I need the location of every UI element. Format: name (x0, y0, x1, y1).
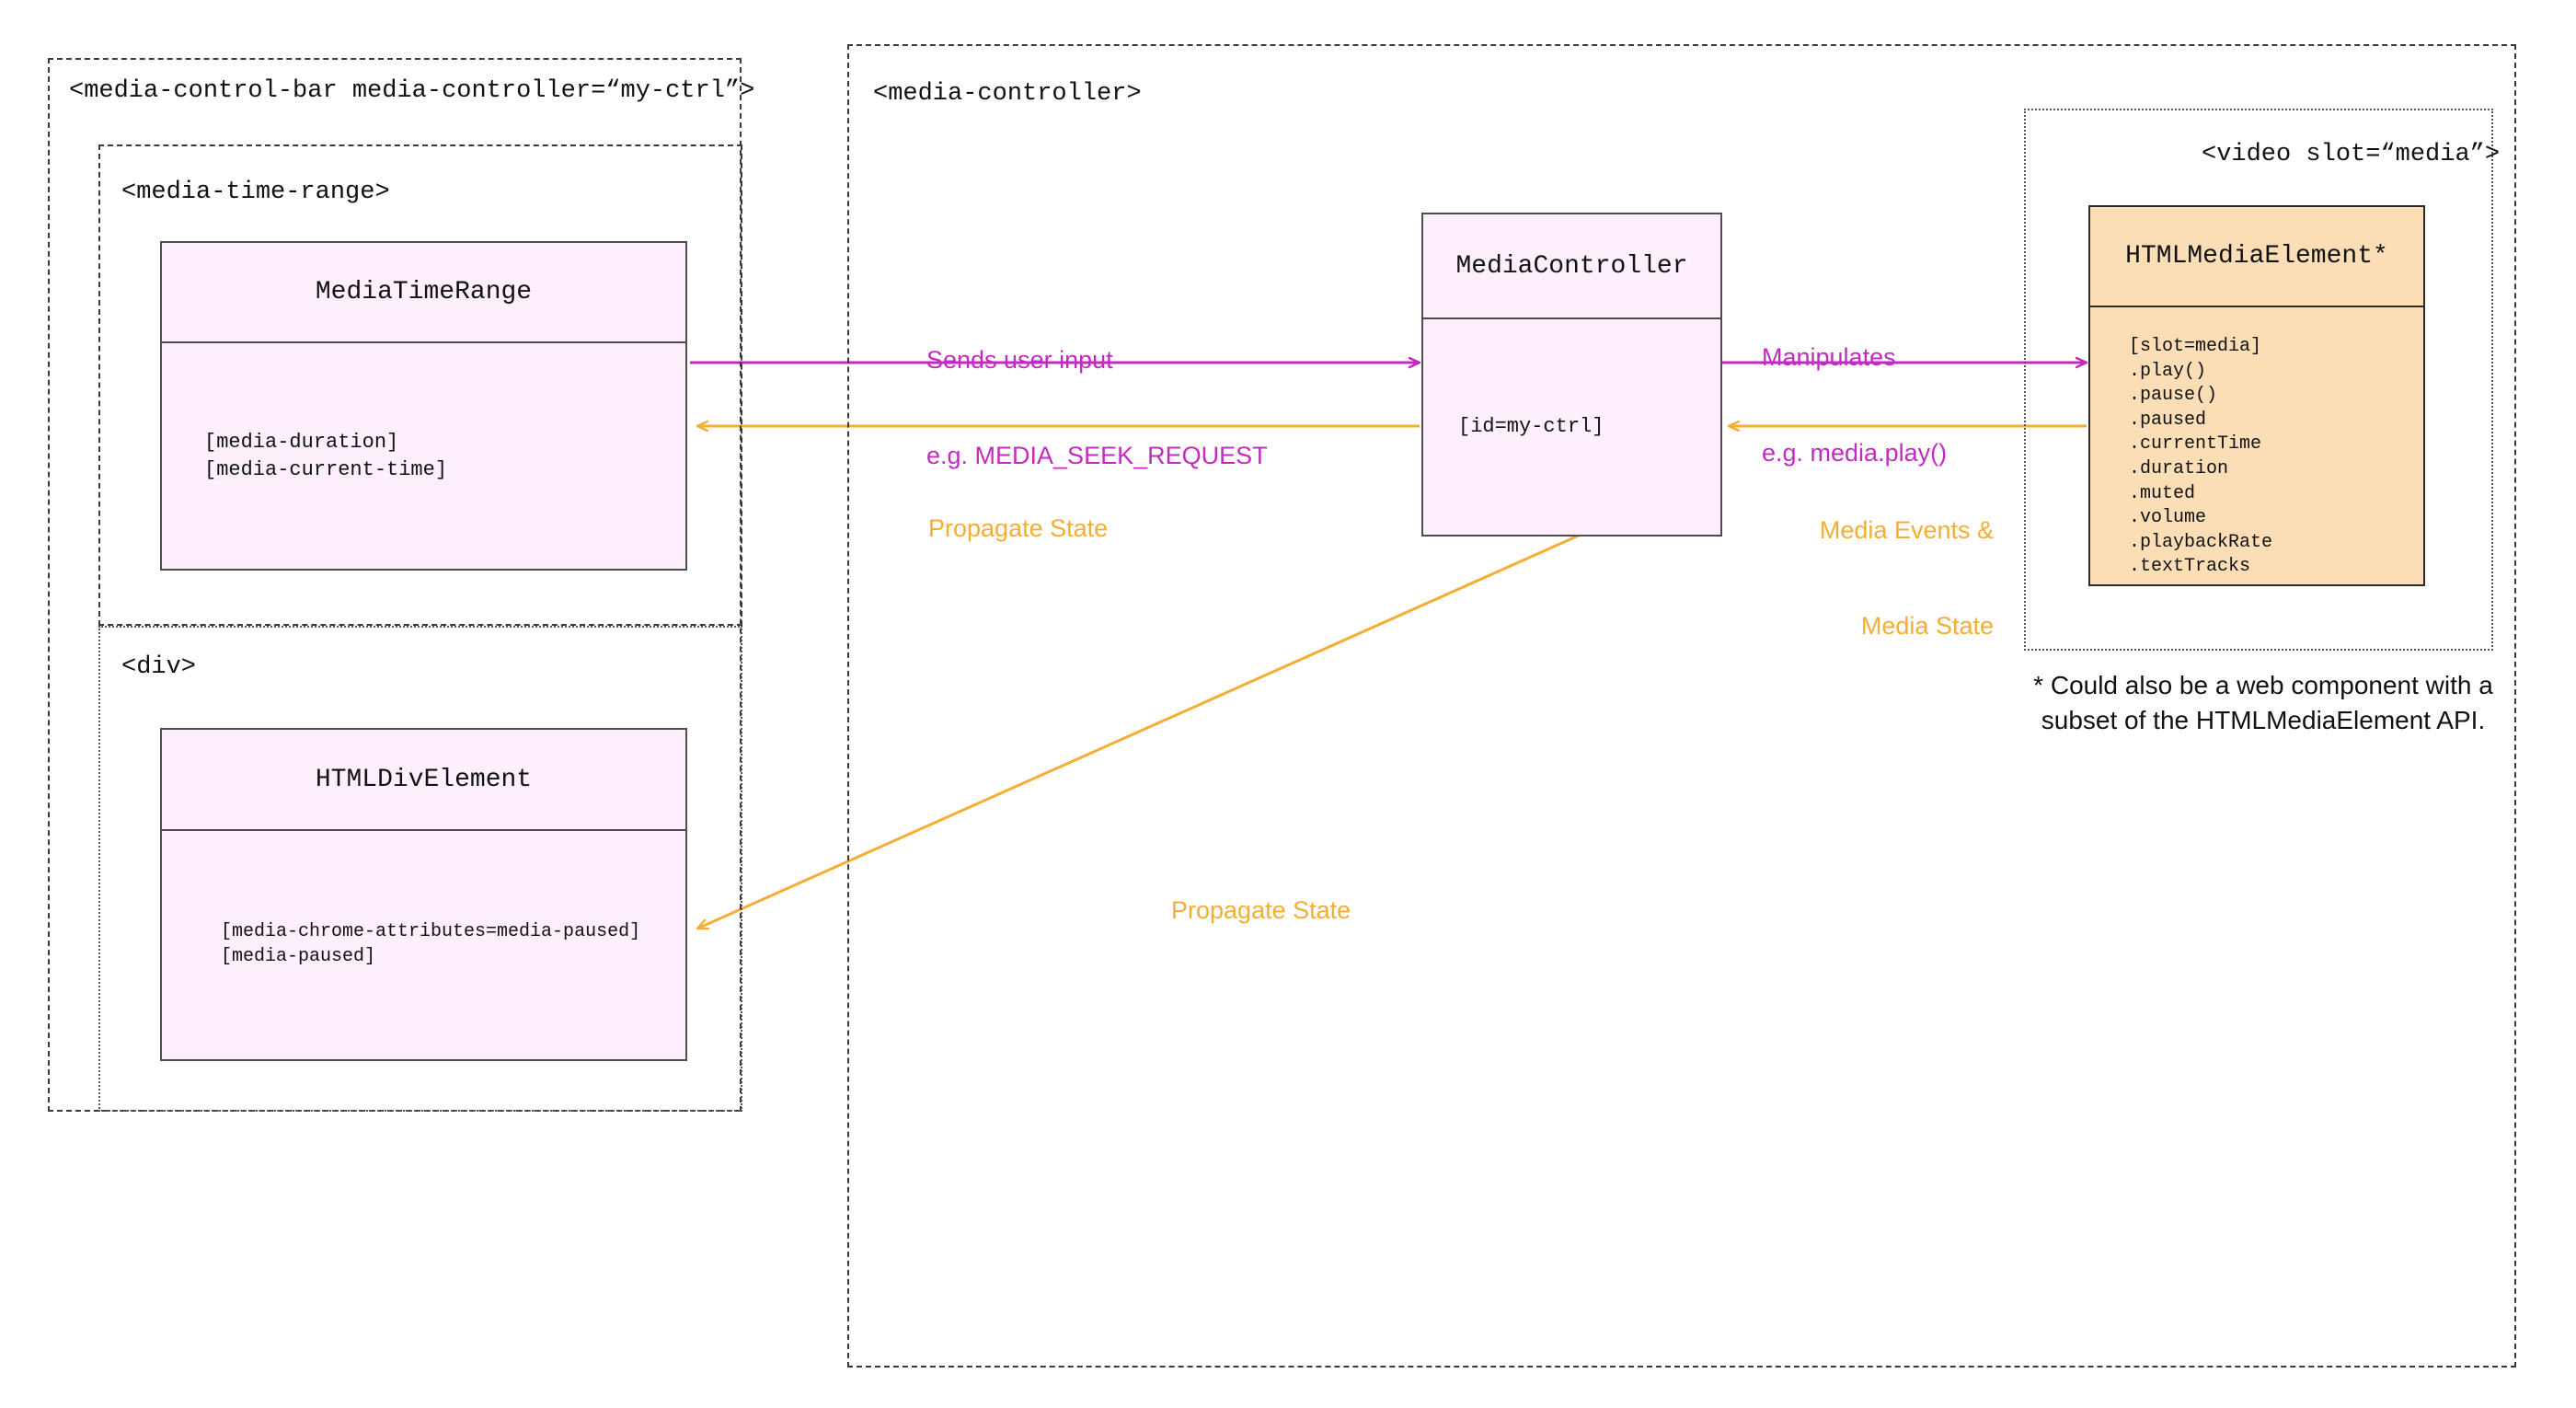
box-html-media-element-attr-5: .duration (2129, 457, 2229, 479)
box-html-media-element-body: [slot=media] .play() .pause() .paused .c… (2090, 307, 2423, 584)
box-html-media-element-attr-7: .volume (2129, 507, 2207, 529)
box-media-controller-title: MediaController (1423, 214, 1720, 319)
box-html-div-element-title: HTMLDivElement (162, 730, 685, 831)
container-video-slot (2024, 109, 2493, 651)
box-media-time-range-attr-1: [media-current-time] (204, 457, 448, 481)
edge-label-sends-user-input-line1: Sends user input (926, 346, 1113, 375)
edge-label-propagate-state-diagonal-text: Propagate State (1171, 896, 1351, 925)
box-html-div-element[interactable]: HTMLDivElement [media-chrome-attributes=… (160, 728, 687, 1061)
box-media-time-range-body: [media-duration] [media-current-time] (162, 343, 685, 569)
box-media-time-range-attr-0: [media-duration] (204, 431, 399, 455)
footnote-html-media-element: * Could also be a web component with a s… (2033, 671, 2493, 734)
box-html-media-element[interactable]: HTMLMediaElement* [slot=media] .play() .… (2088, 205, 2425, 586)
container-media-controller-label: <media-controller> (873, 80, 1142, 108)
box-html-div-element-body: [media-chrome-attributes=media-paused] [… (162, 831, 685, 1059)
container-div-wrapper (98, 626, 742, 1112)
edge-label-propagate-state-diagonal: Propagate State (1171, 831, 1351, 990)
box-media-controller-attr-0: [id=my-ctrl] (1458, 415, 1604, 439)
box-media-controller[interactable]: MediaController [id=my-ctrl] (1421, 213, 1722, 537)
box-html-media-element-attr-9: .textTracks (2129, 556, 2251, 578)
box-html-media-element-attr-8: .playbackRate (2129, 531, 2273, 553)
edge-label-manipulates-line1: Manipulates (1762, 343, 1896, 372)
box-html-media-element-attr-3: .paused (2129, 409, 2207, 431)
container-media-control-bar-label: <media-control-bar media-controller=“my-… (69, 77, 755, 105)
edge-label-media-events-line1: Media Events & (1819, 516, 1994, 545)
container-media-controller (847, 44, 2516, 1368)
edge-label-media-events-line2: Media State (1860, 611, 1994, 640)
box-media-time-range-title: MediaTimeRange (162, 243, 685, 343)
edge-label-sends-user-input-line2: e.g. MEDIA_SEEK_REQUEST (926, 441, 1268, 469)
container-div-wrapper-label: <div> (121, 653, 197, 681)
container-media-time-range-label: <media-time-range> (121, 179, 390, 206)
edge-label-sends-user-input: Sends user input e.g. MEDIA_SEEK_REQUEST (926, 281, 1268, 535)
edge-label-manipulates-line2: e.g. media.play() (1762, 438, 1948, 467)
box-html-div-element-attr-1: [media-paused] (221, 946, 376, 967)
box-html-div-element-attr-0: [media-chrome-attributes=media-paused] (221, 921, 641, 943)
box-html-media-element-attr-4: .currentTime (2129, 433, 2262, 456)
box-html-media-element-title: HTMLMediaElement* (2090, 207, 2423, 307)
edge-label-manipulates: Manipulates e.g. media.play() (1762, 278, 1947, 532)
box-html-media-element-attr-1: .play() (2129, 360, 2207, 382)
box-html-media-element-attr-2: .pause() (2129, 385, 2218, 407)
edge-label-propagate-state-left-text: Propagate State (928, 514, 1109, 543)
box-media-time-range[interactable]: MediaTimeRange [media-duration] [media-c… (160, 241, 687, 571)
box-html-media-element-attr-0: [slot=media] (2129, 336, 2262, 357)
box-media-controller-body: [id=my-ctrl] (1423, 319, 1720, 535)
edge-label-propagate-state-left: Propagate State (928, 449, 1108, 608)
box-html-media-element-attr-6: .muted (2129, 482, 2196, 504)
edge-label-media-events: Media Events & Media State (1730, 451, 1994, 705)
container-video-slot-label: <video slot=“media”> (2202, 141, 2501, 168)
container-media-time-range (98, 144, 742, 626)
